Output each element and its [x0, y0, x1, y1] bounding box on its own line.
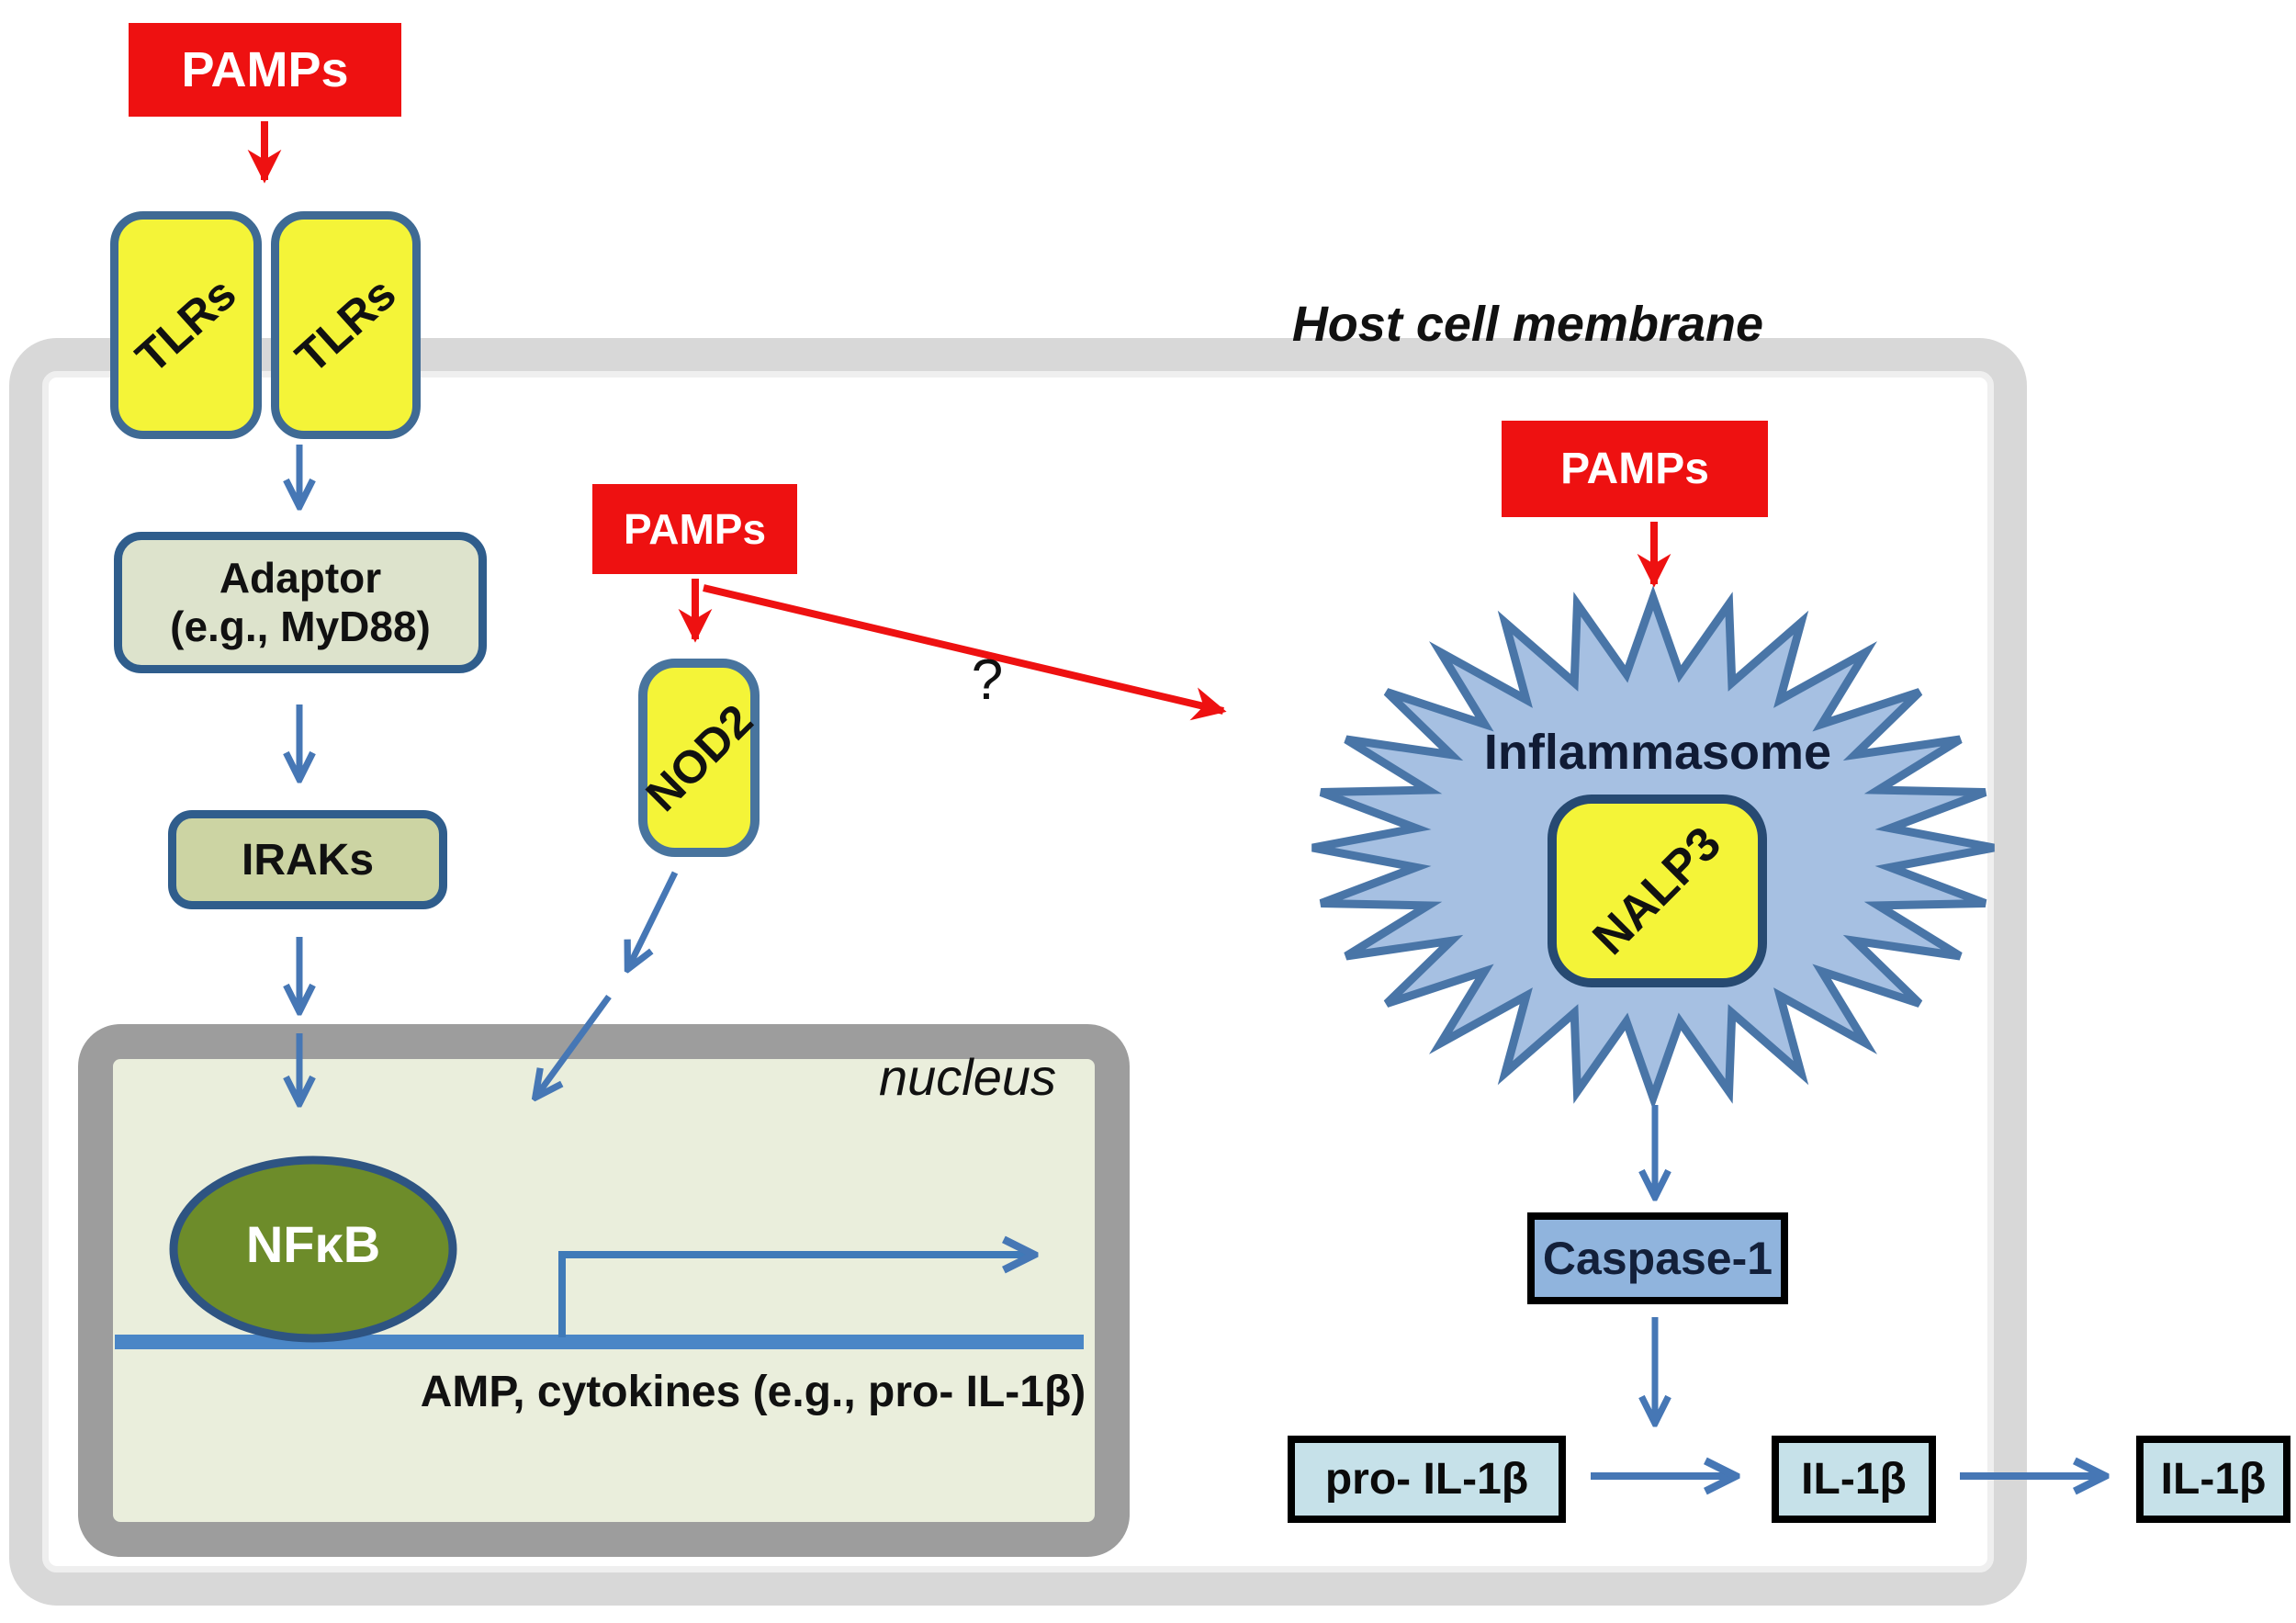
pamps-label: PAMPs	[181, 42, 349, 97]
caspase1-box: Caspase-1	[1527, 1212, 1788, 1304]
pamps-label: PAMPs	[1560, 445, 1709, 493]
nalp3-label: NALP3	[1582, 817, 1732, 965]
pamps-label: PAMPs	[623, 505, 767, 553]
nod2-box: NOD2	[636, 659, 762, 857]
adaptor-label-line2: (e.g., MyD88)	[170, 603, 431, 650]
tlr-label: TLRs	[126, 267, 246, 383]
question-mark-label: ?	[971, 648, 1004, 712]
il1b-box: IL-1β	[1772, 1436, 1936, 1523]
tlr-label: TLRs	[286, 267, 406, 383]
pamps-box-right: PAMPs	[1502, 421, 1768, 517]
gene-products-label: AMP, cytokines (e.g., pro- IL-1β)	[420, 1368, 1086, 1416]
pro-il1b-label: pro- IL-1β	[1324, 1455, 1529, 1504]
il1b-secreted-label: IL-1β	[2160, 1455, 2267, 1504]
pro-il1b-box: pro- IL-1β	[1288, 1436, 1566, 1523]
pamps-box-left: PAMPs	[129, 23, 401, 117]
host-cell-membrane-label: Host cell membrane	[1291, 297, 1763, 352]
pamps-box-middle: PAMPs	[592, 484, 797, 574]
il1b-secreted-box: IL-1β	[2136, 1436, 2290, 1523]
caspase1-label: Caspase-1	[1542, 1233, 1773, 1284]
nod2-label: NOD2	[636, 694, 762, 821]
adaptor-label-line1: Adaptor	[219, 554, 382, 603]
inflammasome-label: Inflammasome	[1483, 725, 1832, 780]
il1b-label: IL-1β	[1801, 1455, 1907, 1504]
nucleus-label: nucleus	[878, 1048, 1056, 1106]
tlr-receptor-right: TLRs	[271, 211, 421, 439]
tlr-receptor-left: TLRs	[110, 211, 262, 439]
nalp3-box: NALP3	[1548, 795, 1767, 987]
iraks-label: IRAKs	[241, 835, 375, 885]
adaptor-box: Adaptor (e.g., MyD88)	[114, 532, 487, 673]
nfkb-label: NFκB	[245, 1215, 381, 1273]
iraks-box: IRAKs	[168, 810, 447, 909]
